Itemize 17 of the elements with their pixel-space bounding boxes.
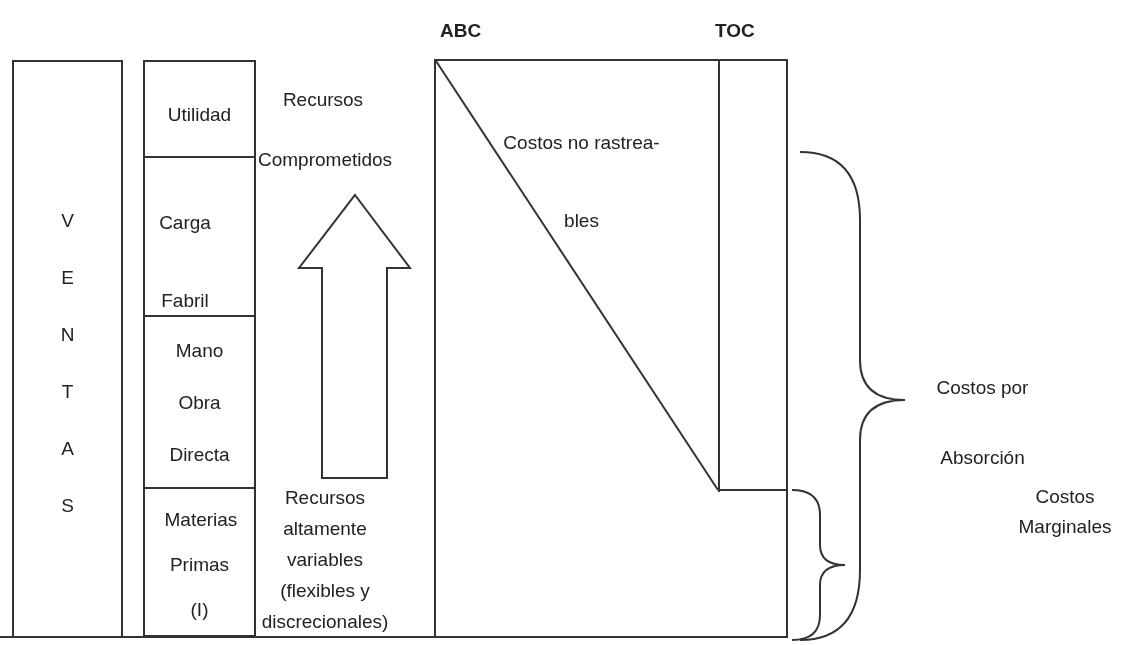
cell-text: Utilidad <box>166 104 233 126</box>
vertical-text: V E N T A S <box>59 209 76 518</box>
column-heading: ABC <box>440 20 483 42</box>
column-heading: TOC <box>715 20 756 42</box>
bracket-label: Costos Marginales <box>1017 485 1113 539</box>
cost-cell <box>143 156 256 317</box>
cost-box <box>434 59 788 638</box>
cost-cell <box>143 487 256 637</box>
box-text: Costos no rastrea- bles <box>502 131 661 233</box>
bracket-label: Costos por Absorción <box>935 376 1030 470</box>
cell-text: Materias Primas (I) <box>164 508 235 622</box>
column-box <box>12 60 123 638</box>
cost-cell <box>143 60 256 158</box>
annotation-text: Recursos altamente variables (flexibles y discrecionales) <box>260 486 390 634</box>
cell-text: Carga Fabril <box>158 211 212 313</box>
cost-cell <box>143 315 256 489</box>
cell-text: Mano Obra Directa <box>168 339 231 467</box>
